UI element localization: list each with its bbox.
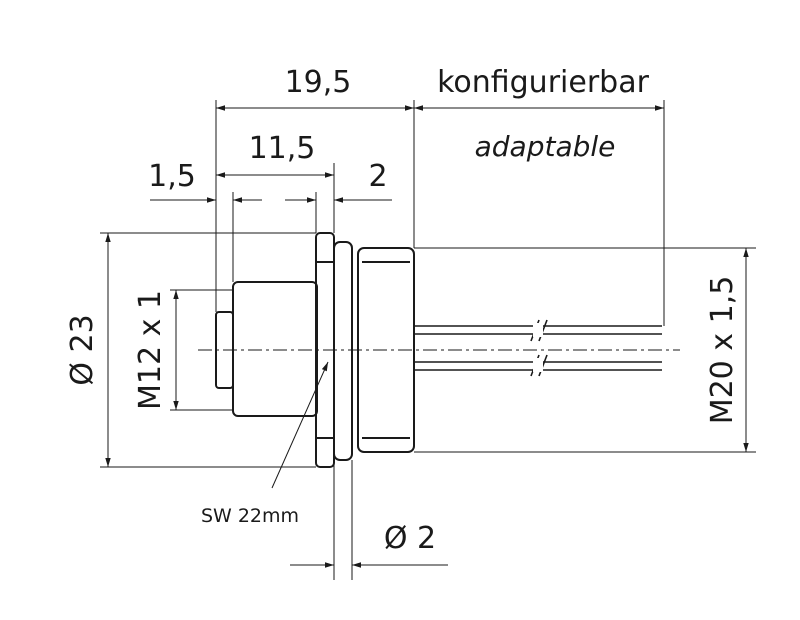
gasket <box>333 241 353 461</box>
label-housing-length: 11,5 <box>249 131 316 166</box>
label-configurable-en: adaptable <box>475 130 616 163</box>
label-wire-diameter: Ø 2 <box>384 521 436 556</box>
leader-wrench <box>271 361 329 489</box>
extension-lines <box>100 100 756 580</box>
label-flange-thickness: 2 <box>368 159 387 194</box>
front-housing <box>232 281 318 417</box>
label-front-offset: 1,5 <box>148 159 196 194</box>
label-front-thread: M12 x 1 <box>133 290 168 410</box>
label-outer-diameter: Ø 23 <box>65 314 100 385</box>
label-total-length: 19,5 <box>285 65 352 100</box>
label-wrench-size: SW 22mm <box>201 505 299 527</box>
label-rear-thread: M20 x 1,5 <box>705 276 740 425</box>
dimension-lines <box>105 105 749 568</box>
label-configurable-de: konfigurierbar <box>437 65 650 100</box>
